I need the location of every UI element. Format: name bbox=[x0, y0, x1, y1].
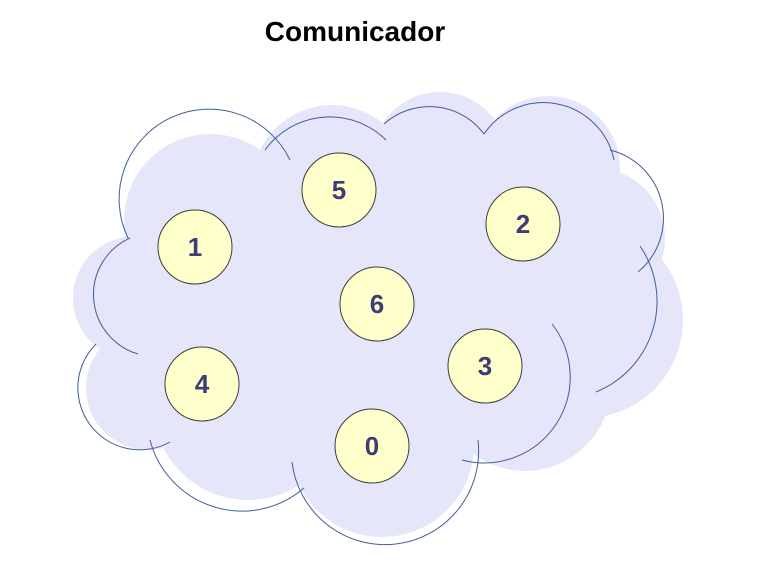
diagram-title: Comunicador bbox=[264, 16, 446, 47]
node-4: 4 bbox=[164, 346, 240, 422]
node-circle bbox=[339, 266, 415, 342]
node-label: 4 bbox=[195, 369, 210, 399]
node-circle bbox=[157, 209, 233, 285]
node-circle bbox=[447, 328, 523, 404]
node-label: 5 bbox=[332, 175, 346, 205]
node-label: 1 bbox=[188, 232, 202, 262]
node-3: 3 bbox=[447, 328, 523, 404]
node-label: 0 bbox=[365, 431, 379, 461]
node-label: 2 bbox=[516, 209, 530, 239]
node-1: 1 bbox=[157, 209, 233, 285]
node-circle bbox=[301, 152, 377, 228]
node-0: 0 bbox=[334, 408, 410, 484]
node-circle bbox=[334, 408, 410, 484]
node-circle bbox=[164, 346, 240, 422]
node-label: 6 bbox=[370, 289, 384, 319]
node-label: 3 bbox=[478, 351, 492, 381]
node-5: 5 bbox=[301, 152, 377, 228]
node-2: 2 bbox=[485, 186, 561, 262]
node-6: 6 bbox=[339, 266, 415, 342]
node-circle bbox=[485, 186, 561, 262]
nodes-layer: 1 5 2 6 4 3 0 bbox=[157, 152, 561, 484]
